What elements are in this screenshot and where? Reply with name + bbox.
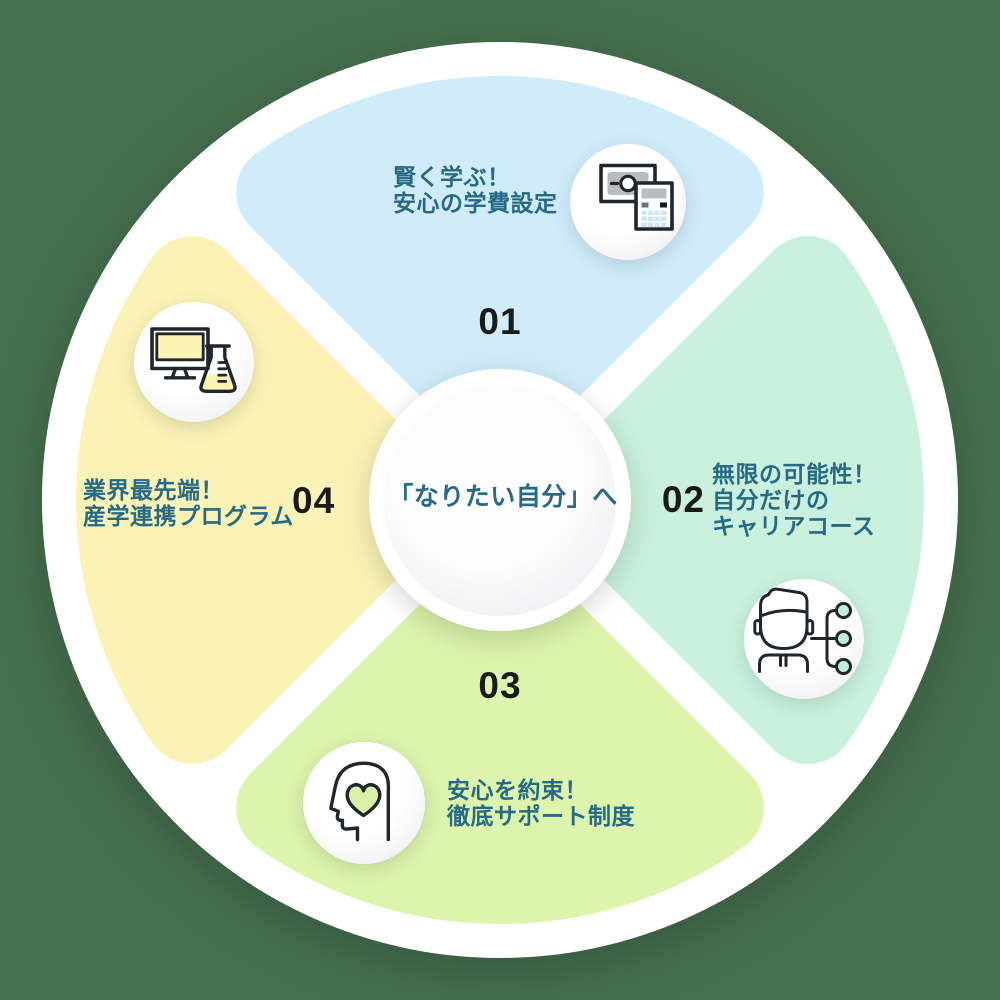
section-02-number: 02 [661, 479, 705, 520]
center-circle-face [384, 384, 616, 616]
section-01-title-line-2: 安心の学費設定 [393, 190, 558, 216]
section-03-title-line-1: 安心を約束！ [447, 777, 588, 803]
section-02-title: 無限の可能性！ 自分だけの キャリアコース [712, 461, 877, 539]
branch-node-middle [835, 630, 852, 647]
center-goal-label: 「なりたい自分」へ [388, 483, 618, 511]
section-01-title: 賢く学ぶ！ 安心の学費設定 [393, 164, 558, 216]
flask-body [199, 345, 237, 393]
flask-liquid [201, 373, 235, 392]
person-shoulders [758, 653, 809, 673]
monitor-flask-icon [150, 327, 237, 393]
person-face [759, 618, 809, 650]
person-ear-right [805, 619, 815, 636]
section-02-title-line-1: 無限の可能性！ [712, 461, 877, 487]
section-04-title-line-1: 業界最先端！ [83, 477, 224, 503]
section-03-number: 03 [478, 665, 522, 706]
flask-ticks [217, 361, 228, 383]
branch-spine [825, 609, 837, 668]
calculator-screen [641, 188, 667, 199]
banknote-coin [619, 174, 637, 193]
section-04-number: 04 [292, 480, 336, 521]
person-hair [759, 587, 809, 622]
branch-node-top [835, 602, 852, 619]
branch-node-bottom [835, 658, 852, 675]
section-01-title-line-1: 賢く学ぶ！ [393, 164, 511, 190]
heart [345, 783, 382, 818]
person-fringe [760, 608, 808, 617]
head-heart-icon [329, 761, 391, 842]
banknote-calculator-icon [599, 163, 674, 231]
section-03-title-line-2: 徹底サポート制度 [447, 803, 635, 829]
monitor-stand-legs [170, 366, 190, 379]
section-02-title-line-2: 自分だけの [712, 487, 830, 513]
calculator-key-gray [641, 202, 649, 208]
section-02-title-line-3: キャリアコース [712, 513, 876, 539]
monitor-screen [155, 332, 205, 362]
head-profile [329, 761, 391, 842]
calculator-key-black [660, 202, 667, 208]
calculator-keypad [641, 210, 667, 228]
person-ear-left [753, 619, 762, 636]
person-career-branches-icon [753, 587, 852, 675]
person-collar [779, 653, 788, 667]
section-04-title-line-2: 産学連携プログラム [83, 503, 294, 529]
section-03-title: 安心を約束！ 徹底サポート制度 [447, 777, 635, 829]
center-circle [369, 369, 631, 631]
section-04-title: 業界最先端！ 産学連携プログラム [83, 477, 294, 529]
section-01-number: 01 [478, 301, 522, 342]
